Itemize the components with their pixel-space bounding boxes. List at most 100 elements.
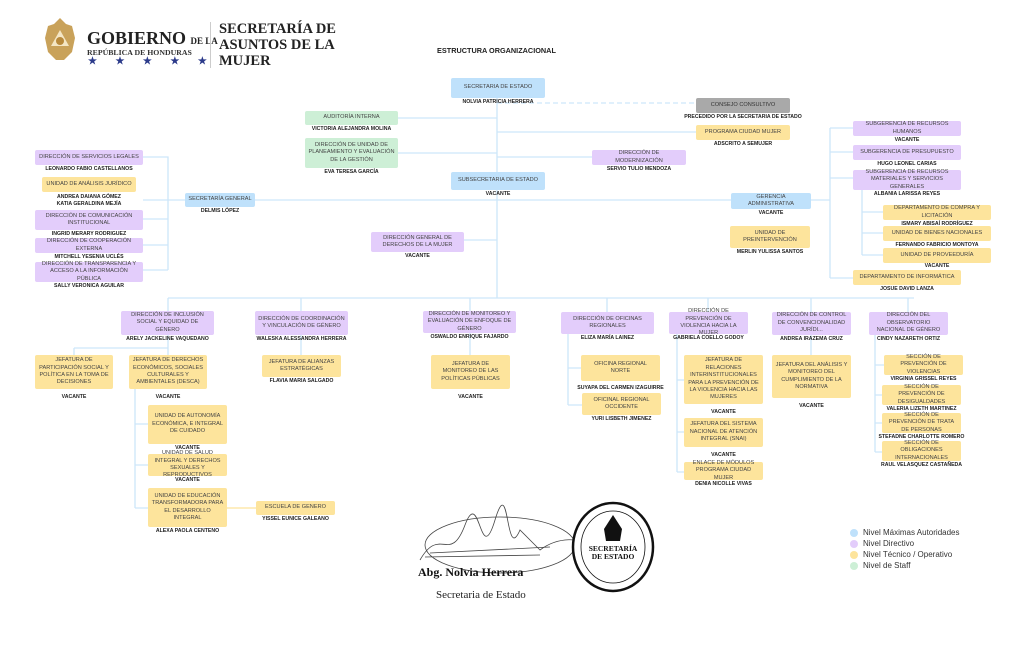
org-node-box[interactable]: DIRECCIÓN DE OFICINAS REGIONALES <box>561 312 654 334</box>
org-node-box[interactable]: SECCIÓN DE OBLIGACIONES INTERNACIONALES <box>882 440 961 461</box>
legend-dot <box>850 550 858 559</box>
org-node-box[interactable]: UNIDAD DE ANÁLISIS JURÍDICO <box>42 177 136 192</box>
org-node-box[interactable]: DIRECCIÓN DE COOPERACIÓN EXTERNA <box>35 238 143 253</box>
legend-label: Nivel Máximas Autoridades <box>863 528 960 537</box>
org-node-box[interactable]: JEFATURA DE MONITOREO DE LAS POLÍTICAS P… <box>431 355 510 389</box>
org-node-box[interactable]: SECCIÓN DE PREVENCIÓN DE DESIGUALDADES <box>882 384 961 405</box>
org-node-box[interactable]: SUBGERENCIA DE PRESUPUESTO <box>853 145 961 160</box>
org-node-box[interactable]: SUBGERENCIA DE RECURSOS MATERIALES Y SER… <box>853 169 961 190</box>
org-node-holder: JOSUE DAVID LANZA <box>880 286 934 292</box>
org-node-box[interactable]: JEFATURA DE DERECHOS ECONÓMICOS, SOCIALE… <box>129 355 207 389</box>
org-node-box[interactable]: PROGRAMA CIUDAD MUJER <box>696 125 790 140</box>
org-node-box[interactable]: UNIDAD DE PREINTERVENCIÓN <box>730 226 810 248</box>
org-node-box[interactable]: UNIDAD DE PROVEEDURÍA <box>883 248 991 263</box>
legend-item: Nivel Directivo <box>850 538 959 549</box>
legend-label: Nivel Directivo <box>863 539 915 548</box>
org-node-box[interactable]: SECRETARÍA GENERAL <box>185 193 255 207</box>
org-node-holder: VACANTE <box>894 137 920 143</box>
org-node-holder: ANDREA DAIANA GÓMEZ KATIA GERALDINA MEJÍ… <box>56 194 122 207</box>
signature-name: Abg. Nolvia Herrera <box>418 565 524 579</box>
org-node-box[interactable]: GERENCIA ADMINISTRATIVA <box>731 193 811 209</box>
signature-and-seal <box>419 501 655 593</box>
org-node-holder: VALERIA LIZETH MARTINEZ <box>886 406 957 412</box>
org-node-box[interactable]: DEPARTAMENTO DE COMPRA Y LICITACIÓN <box>883 205 991 220</box>
org-node-holder: VACANTE <box>458 394 483 400</box>
org-node-box[interactable]: OFICINA REGIONAL NORTE <box>581 355 660 381</box>
org-node-box[interactable]: SUBGERENCIA DE RECURSOS HUMANOS <box>853 121 961 136</box>
org-node-holder: NOLVIA PATRICIA HERRERA <box>462 99 534 105</box>
org-node-holder: FLAVIA MARIA SALGADO <box>269 378 334 384</box>
org-node-holder: DENIA NICOLLE VIVAS <box>695 481 752 487</box>
org-node-holder: SUYAPA DEL CARMEN IZAGUIRRE <box>577 385 664 391</box>
org-node-box[interactable]: JEFATURA DEL ANÁLISIS Y MONITOREO DEL CU… <box>772 355 851 398</box>
legend-label: Nivel Técnico / Operativo <box>863 550 953 559</box>
org-node-box[interactable]: DIRECCIÓN GENERAL DE DERECHOS DE LA MUJE… <box>371 232 464 252</box>
org-node-holder: YISSEL EUNICE GALEANO <box>262 516 329 522</box>
org-node-holder: VACANTE <box>924 263 950 269</box>
org-node-box[interactable]: DIRECCIÓN DE UNIDAD DE PLANEAMIENTO Y EV… <box>305 138 398 168</box>
org-node-box[interactable]: JEFATURA DEL SISTEMA NACIONAL DE ATENCIÓ… <box>684 418 763 447</box>
org-node-holder: ALBANIA LARISSA REYES <box>873 191 941 197</box>
org-node-box[interactable]: SUBSECRETARIA DE ESTADO <box>451 172 545 190</box>
legend-dot <box>850 561 858 570</box>
org-node-holder: LEONARDO FABIO CASTELLANOS <box>45 166 133 172</box>
org-node-box[interactable]: DIRECCIÓN DE MONITOREO Y EVALUACIÓN DE E… <box>423 311 516 333</box>
org-node-holder: MERLIN YULISSA SANTOS <box>736 249 804 255</box>
org-node-holder: HUGO LEONEL CARIAS <box>877 161 937 167</box>
legend-item: Nivel Técnico / Operativo <box>850 549 959 560</box>
org-node-box[interactable]: UNIDAD DE SALUD INTEGRAL Y DERECHOS SEXU… <box>148 450 227 478</box>
legend-item: Nivel Máximas Autoridades <box>850 527 959 538</box>
org-node-box[interactable]: DIRECCIÓN DEL OBSERVATORIO NACIONAL DE G… <box>869 312 948 335</box>
org-node-box[interactable]: OFICINAL REGIONAL OCCIDENTE <box>582 393 661 415</box>
org-node-holder: VACANTE <box>711 452 736 458</box>
org-node-box[interactable]: UNIDAD DE EDUCACIÓN TRANSFORMADORA PARA … <box>148 488 227 527</box>
org-node-holder: VACANTE <box>711 409 736 415</box>
honduras-emblem-logo <box>42 16 78 62</box>
org-node-holder: EVA TERESA GARCÍA <box>324 169 379 175</box>
org-node-holder: SERVIO TULIO MENDOZA <box>606 166 672 172</box>
org-node-box[interactable]: UNIDAD DE AUTONOMÍA ECONÓMICA, E INTEGRA… <box>148 405 227 444</box>
org-node-box[interactable]: AUDITORÍA INTERNA <box>305 111 398 125</box>
org-node-box[interactable]: DEPARTAMENTO DE INFORMÁTICA <box>853 270 961 285</box>
org-node-holder: VACANTE <box>61 394 87 400</box>
stars: ★ ★ ★ ★ ★ <box>88 56 215 67</box>
org-node-box[interactable]: ESCUELA DE GENERO <box>256 501 335 515</box>
org-node-box[interactable]: SECCIÓN DE PREVENCIÓN DE VIOLENCIAS <box>884 354 963 375</box>
org-node-box[interactable]: DIRECCIÓN DE COMUNICACIÓN INSTITUCIONAL <box>35 210 143 230</box>
org-node-box[interactable]: DIRECCIÓN DE CONTROL DE CONVENCIONALIDAD… <box>772 312 851 335</box>
org-node-holder: FERNANDO FABRICIO MONTOYA <box>895 242 979 248</box>
org-node-box[interactable]: JEFATURA DE ALIANZAS ESTRATÉGICAS <box>262 355 341 377</box>
org-node-box[interactable]: DIRECCIÓN DE MODERNIZACIÓN <box>592 150 686 165</box>
org-node-box[interactable]: DIRECCIÓN DE SERVICIOS LEGALES <box>35 150 143 165</box>
org-node-box[interactable]: JEFATURA DE PARTICIPACIÓN SOCIAL Y POLÍT… <box>35 355 113 389</box>
org-node-box[interactable]: JEFATURA DE RELACIONES INTERINSTITUCIONA… <box>684 355 763 404</box>
org-node-box[interactable]: UNIDAD DE BIENES NACIONALES <box>883 226 991 241</box>
org-node-box[interactable]: SECCIÓN DE PREVENCIÓN DE TRATA DE PERSON… <box>882 412 961 433</box>
org-node-box[interactable]: DIRECCIÓN DE COORDINACIÓN Y VINCULACIÓN … <box>255 311 348 335</box>
org-node-box[interactable]: SECRETARIA DE ESTADO <box>451 78 545 98</box>
org-node-holder: INGRID MERARY RODRIGUEZ <box>51 231 127 237</box>
org-node-box[interactable]: DIRECCIÓN DE PREVENCIÓN DE VIOLENCIA HAC… <box>669 308 748 336</box>
legend-dot <box>850 528 858 537</box>
org-node-box[interactable]: DIRECCIÓN DE TRANSPARENCIA Y ACCESO A LA… <box>35 261 143 282</box>
org-node-holder: VACANTE <box>155 394 181 400</box>
org-node-holder: RAUL VELASQUEZ CASTAÑEDA <box>880 462 963 468</box>
legend-dot <box>850 539 858 548</box>
org-node-box[interactable]: DIRECCIÓN DE INCLUSIÓN SOCIAL Y EQUIDAD … <box>121 311 214 335</box>
org-node-box[interactable]: ENLACE DE MÓDULOS PROGRAMA CIUDAD MUJER <box>684 460 763 481</box>
org-node-holder: ADSCRITO A SEMUJER <box>713 141 773 147</box>
gov-title: GOBIERNO DE LA <box>87 28 218 48</box>
org-node-holder: VACANTE <box>799 403 824 409</box>
org-node-holder: DELMIS LÓPEZ <box>200 208 240 214</box>
org-node-holder: SALLY VERONICA AGUILAR <box>54 283 124 289</box>
org-node-holder: VACANTE <box>405 253 430 259</box>
org-node-box[interactable]: CONSEJO CONSULTIVO <box>696 98 790 113</box>
org-node-holder: VACANTE <box>175 445 200 451</box>
org-node-holder: ANDREA IRAZEMA CRUZ <box>780 336 843 342</box>
org-node-holder: YURI LISBETH JIMENEZ <box>591 416 652 422</box>
header-divider <box>210 22 211 68</box>
seal <box>571 501 655 593</box>
chart-title: ESTRUCTURA ORGANIZACIONAL <box>437 46 556 55</box>
org-node-holder: VACANTE <box>758 210 784 216</box>
